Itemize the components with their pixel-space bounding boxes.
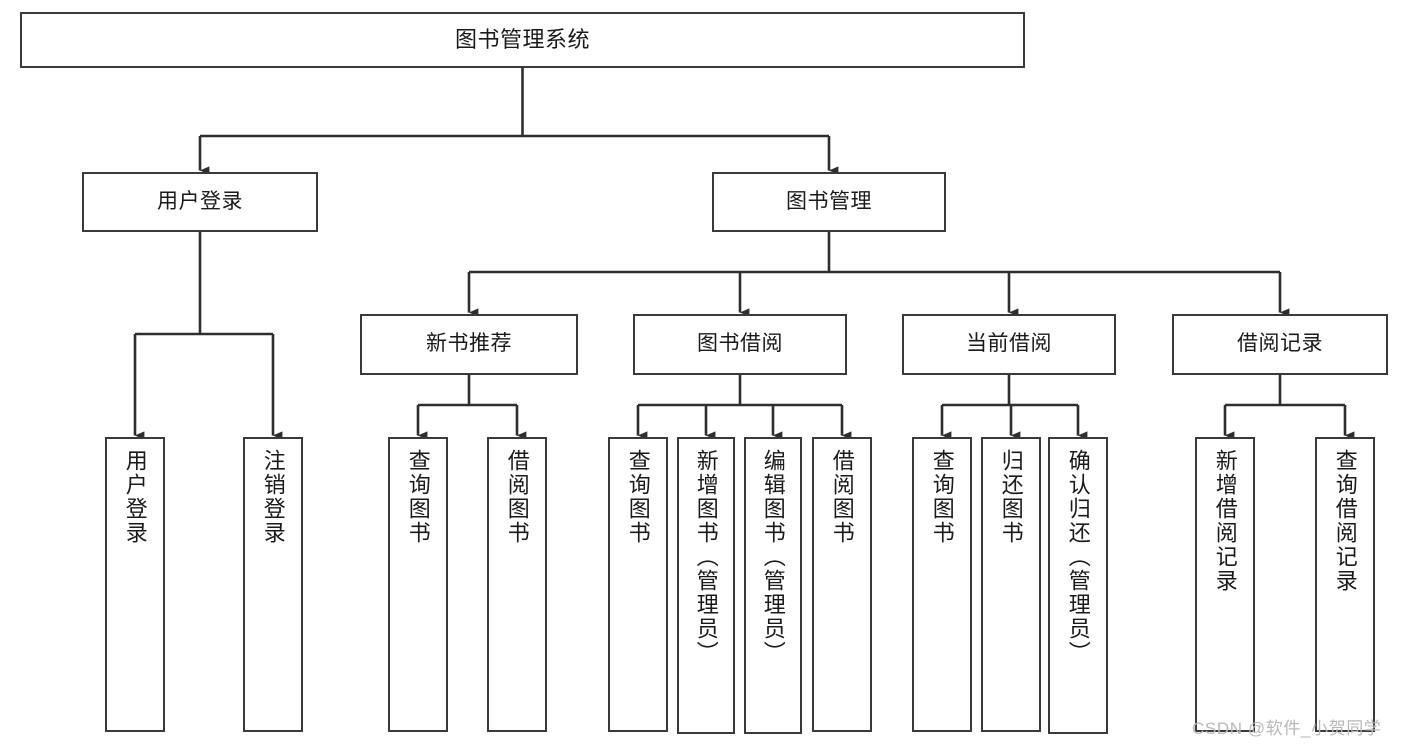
node-label: 图书管理: [786, 189, 872, 213]
node-label: 归还图书: [998, 449, 1024, 545]
node-label: 查询图书: [929, 449, 955, 545]
node-leaf-user-login[interactable]: 用户登录: [105, 437, 165, 732]
node-label: 注销登录: [260, 449, 286, 545]
node-label: 新增图书（管理员）: [693, 449, 719, 665]
node-new-book-recommend[interactable]: 新书推荐: [360, 314, 578, 375]
node-root[interactable]: 图书管理系统: [20, 12, 1025, 68]
node-leaf-edit-book-admin[interactable]: 编辑图书（管理员）: [744, 437, 802, 734]
node-label: 编辑图书（管理员）: [760, 449, 786, 665]
node-label: 用户登录: [122, 449, 148, 545]
node-current-borrow[interactable]: 当前借阅: [902, 314, 1116, 375]
node-label: 查询借阅记录: [1332, 449, 1358, 593]
node-leaf-add-book-admin[interactable]: 新增图书（管理员）: [677, 437, 735, 734]
node-leaf-confirm-return-admin[interactable]: 确认归还（管理员）: [1048, 437, 1108, 734]
node-user-login[interactable]: 用户登录: [82, 172, 318, 232]
node-label: 查询图书: [625, 449, 651, 545]
node-label: 当前借阅: [966, 332, 1052, 356]
node-leaf-query-book-current[interactable]: 查询图书: [912, 437, 972, 732]
node-label: 新书推荐: [426, 332, 512, 356]
node-label: 用户登录: [157, 189, 243, 213]
node-label: 图书借阅: [697, 332, 783, 356]
node-book-manage[interactable]: 图书管理: [712, 172, 946, 232]
node-label: 查询图书: [405, 449, 431, 545]
node-leaf-query-borrow-record[interactable]: 查询借阅记录: [1315, 437, 1375, 732]
node-leaf-query-book-recommend[interactable]: 查询图书: [388, 437, 448, 732]
node-label: 确认归还（管理员）: [1065, 449, 1091, 665]
node-leaf-return-book[interactable]: 归还图书: [981, 437, 1041, 732]
node-label: 新增借阅记录: [1212, 449, 1238, 593]
node-borrow-record[interactable]: 借阅记录: [1172, 314, 1388, 375]
node-leaf-query-book-borrow[interactable]: 查询图书: [608, 437, 668, 732]
node-leaf-borrow-book-recommend[interactable]: 借阅图书: [487, 437, 547, 732]
node-leaf-borrow-book[interactable]: 借阅图书: [812, 437, 872, 732]
node-leaf-add-borrow-record[interactable]: 新增借阅记录: [1195, 437, 1255, 732]
node-label: 借阅记录: [1237, 332, 1323, 356]
node-label: 借阅图书: [504, 449, 530, 545]
node-book-borrow[interactable]: 图书借阅: [633, 314, 847, 375]
node-label: 图书管理系统: [454, 27, 590, 53]
csdn-watermark: CSDN @软件_小贺同学: [1192, 719, 1382, 738]
node-label: 借阅图书: [829, 449, 855, 545]
node-leaf-logout[interactable]: 注销登录: [243, 437, 303, 732]
